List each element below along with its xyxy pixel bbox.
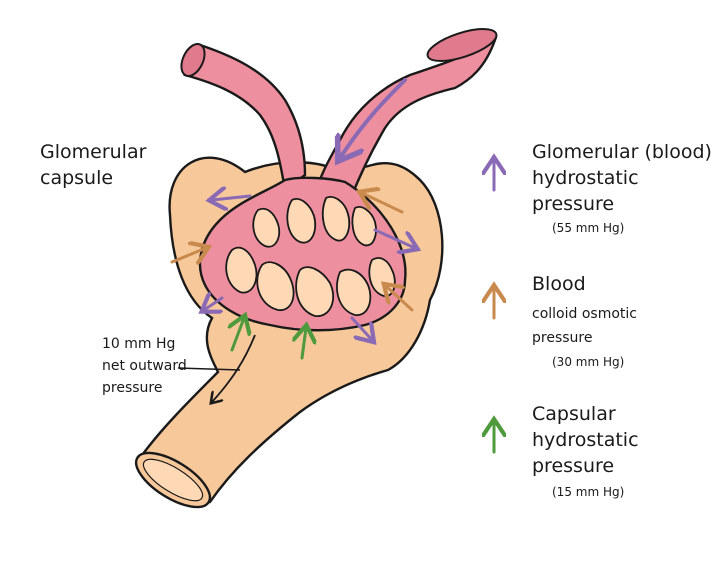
legend: Glomerular (blood) hydrostatic pressure … xyxy=(494,141,712,499)
purple-arrow xyxy=(204,298,224,310)
legend-line1: Blood xyxy=(532,273,586,295)
legend-line2: colloid osmotic xyxy=(532,306,637,322)
green-arrow xyxy=(302,328,306,360)
capillary-loop xyxy=(225,246,258,294)
legend-line2: hydrostatic xyxy=(532,429,639,451)
purple-arrow xyxy=(212,196,252,200)
capillary-loop xyxy=(256,261,295,311)
legend-line3: pressure xyxy=(532,330,592,346)
blood-colloid-osmotic-arrows xyxy=(170,193,414,312)
efferent-arteriole xyxy=(183,43,307,193)
blood-flow-arrow xyxy=(340,78,407,158)
legend-value: (15 mm Hg) xyxy=(552,485,624,499)
tubule-lumen xyxy=(142,458,204,502)
capillary-loop xyxy=(252,207,281,248)
purple-arrow xyxy=(350,316,372,340)
efferent-arteriole-end xyxy=(180,43,206,77)
legend-line1: Glomerular (blood) xyxy=(532,141,712,163)
purple-arrow xyxy=(373,228,415,248)
legend-line2: hydrostatic xyxy=(532,167,639,189)
legend-item-colloid: Blood colloid osmotic pressure (30 mm Hg… xyxy=(494,273,637,369)
orange-arrow xyxy=(386,286,414,312)
legend-line1: Capsular xyxy=(532,403,616,425)
legend-line3: pressure xyxy=(532,193,614,215)
capillary-loop xyxy=(336,268,372,316)
afferent-arteriole-end xyxy=(426,28,498,62)
legend-item-capsular: Capsular hydrostatic pressure (15 mm Hg) xyxy=(494,403,639,499)
capsular-hydrostatic-arrows xyxy=(232,318,306,360)
capillary-loop xyxy=(321,196,351,242)
legend-value: (55 mm Hg) xyxy=(552,221,624,235)
glomerular-hydrostatic-arrows xyxy=(204,78,415,340)
capillary-loop xyxy=(295,266,335,317)
net-pressure-line3: pressure xyxy=(102,380,162,396)
capsule-label-line2: capsule xyxy=(40,167,113,189)
net-pressure-line1: 10 mm Hg xyxy=(102,336,175,352)
legend-line3: pressure xyxy=(532,455,614,477)
net-outward-pointer xyxy=(177,367,241,371)
orange-arrow xyxy=(170,248,206,262)
legend-item-glomerular: Glomerular (blood) hydrostatic pressure … xyxy=(494,141,712,235)
net-pressure-line2: net outward xyxy=(102,358,187,374)
capsule-label-line1: Glomerular xyxy=(40,141,147,163)
green-arrow xyxy=(232,318,244,352)
capillary-loop xyxy=(286,198,317,244)
legend-value: (30 mm Hg) xyxy=(552,355,624,369)
orange-arrow xyxy=(362,193,404,214)
